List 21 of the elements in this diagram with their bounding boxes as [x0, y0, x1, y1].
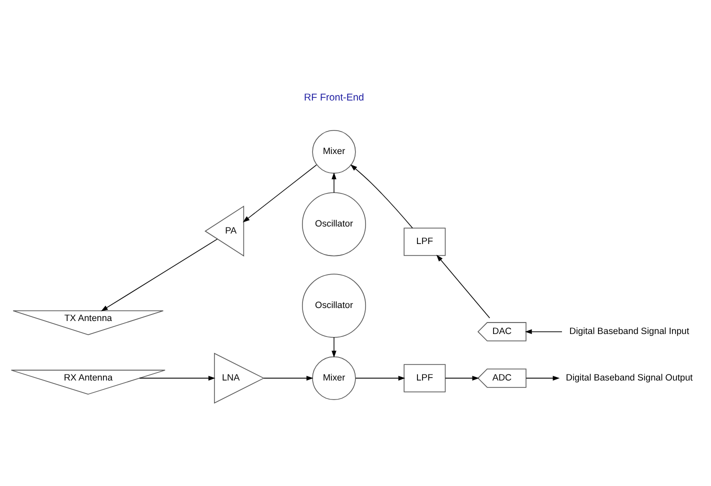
node-box: LPF	[404, 364, 446, 392]
arrow	[332, 172, 336, 192]
arrow	[526, 375, 560, 380]
node-text: Digital Baseband Signal Output	[566, 372, 693, 382]
node-circle: Oscillator	[302, 273, 366, 338]
arrow	[332, 336, 336, 358]
node-circle: Oscillator	[302, 192, 366, 256]
arrow	[444, 375, 480, 380]
arrow	[355, 375, 406, 380]
arrow	[436, 254, 490, 318]
node-circle: Mixer	[312, 356, 356, 400]
arrow	[350, 164, 413, 228]
arrow	[242, 164, 317, 222]
arrow	[263, 375, 314, 380]
arrow	[525, 328, 562, 334]
node-box: LPF	[404, 227, 446, 256]
arrow	[100, 238, 218, 311]
node-circle: Mixer	[312, 130, 356, 174]
node-text: Digital Baseband Signal Input	[569, 326, 690, 336]
label: RF Front-End	[304, 92, 364, 103]
arrow	[139, 375, 216, 380]
